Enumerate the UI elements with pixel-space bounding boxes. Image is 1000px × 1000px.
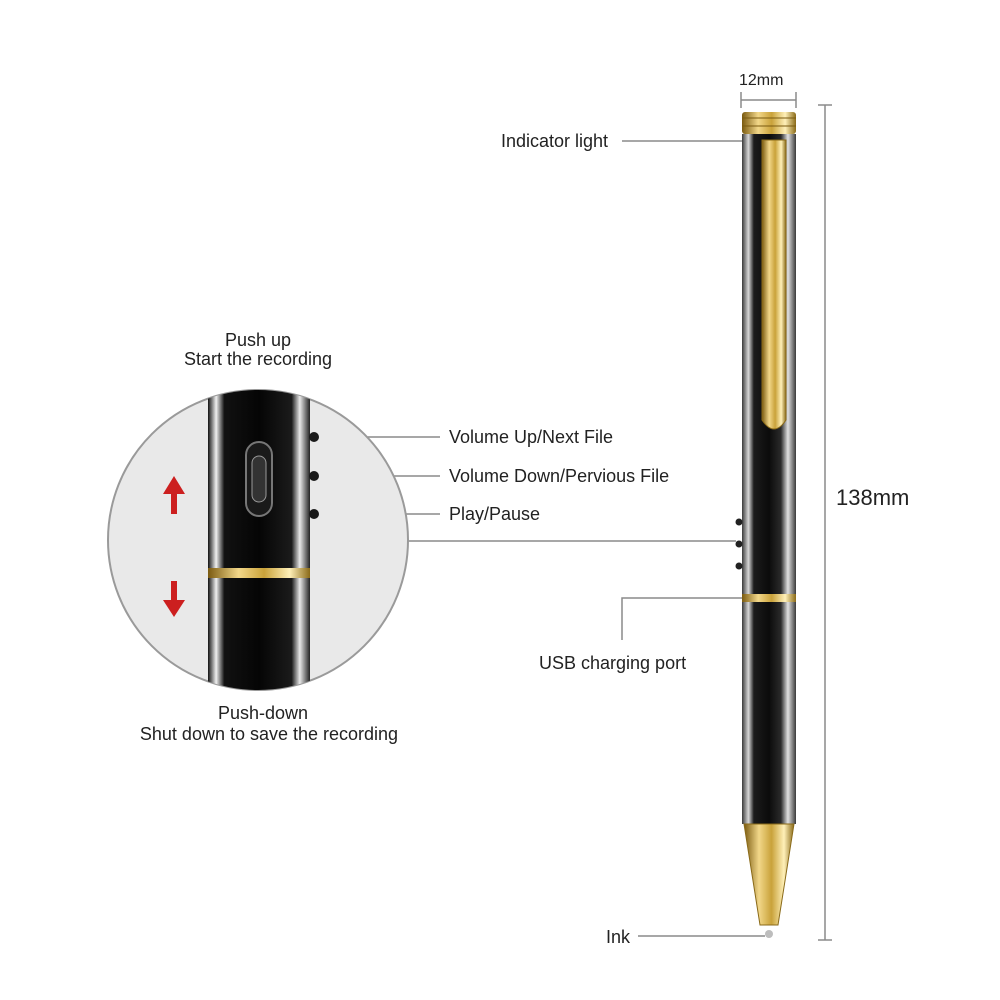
ink-label: Ink (606, 927, 631, 947)
indicator-light-label: Indicator light (501, 131, 609, 151)
pen-illustration (735, 112, 796, 938)
push-up-caption: Start the recording (183, 349, 333, 369)
push-up-title: Push up (224, 330, 292, 350)
usb-port-label: USB charging port (539, 653, 687, 673)
play-pause-label: Play/Pause (449, 504, 541, 524)
length-dimension (818, 104, 832, 941)
push-down-caption: Shut down to save the recording (139, 724, 399, 744)
volume-down-label: Volume Down/Pervious File (449, 466, 670, 486)
length-label: 138mm (836, 485, 910, 510)
push-up-arrow-icon (163, 476, 185, 514)
width-label: 12mm (739, 72, 784, 89)
width-dimension (740, 92, 797, 108)
push-down-title: Push-down (217, 703, 309, 723)
push-down-arrow-icon (163, 581, 185, 617)
zoom-detail-circle (107, 389, 409, 691)
volume-up-label: Volume Up/Next File (449, 427, 614, 447)
